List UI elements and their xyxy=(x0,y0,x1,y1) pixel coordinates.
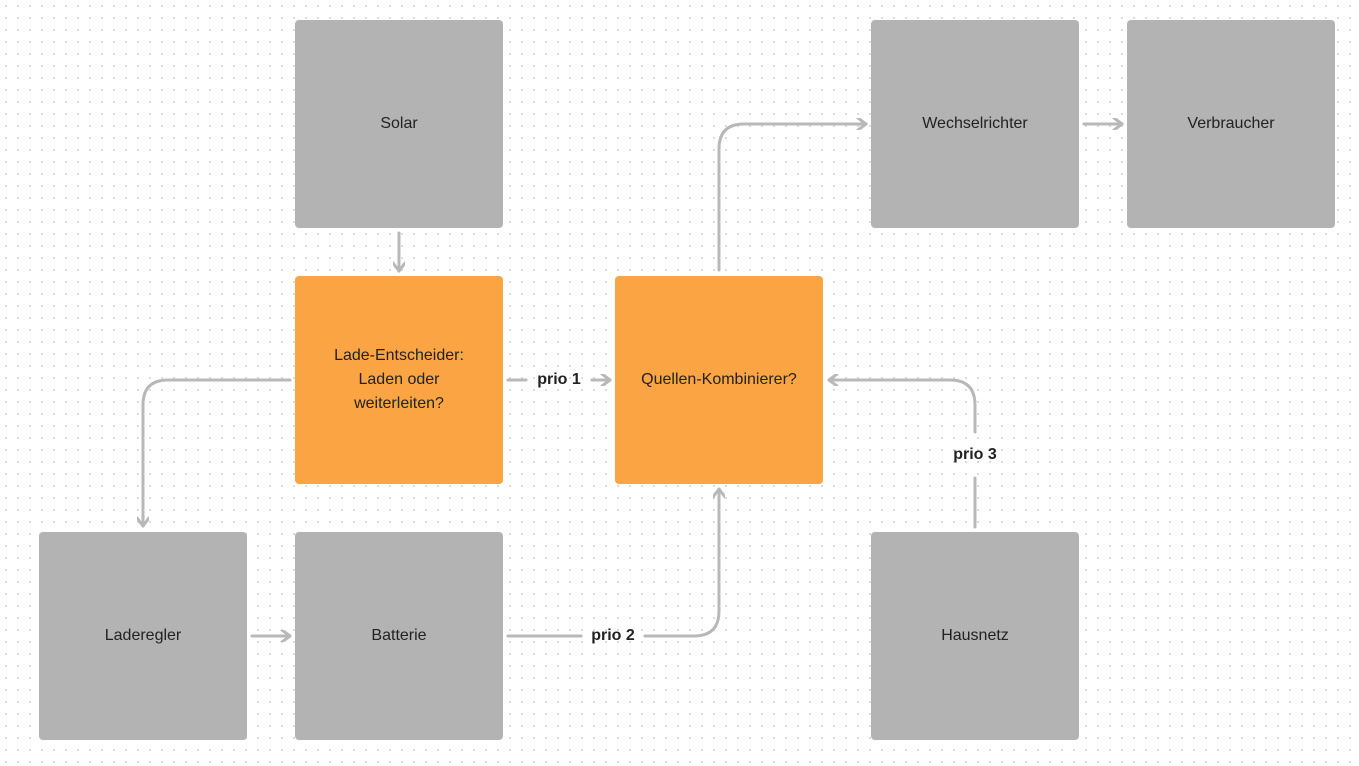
node-wechselrichter[interactable]: Wechselrichter xyxy=(871,20,1079,228)
node-wechselrichter-label: Wechselrichter xyxy=(922,115,1028,132)
edge-lade-entscheider-to-laderegler xyxy=(143,378,292,528)
node-hausnetz-label: Hausnetz xyxy=(941,627,1009,644)
node-hausnetz[interactable]: Hausnetz xyxy=(871,532,1079,740)
edge-label-prio3: prio 3 xyxy=(953,446,997,463)
edge-prio2-segment-b xyxy=(643,487,719,638)
node-batterie-label: Batterie xyxy=(371,627,427,644)
edge-quellen-kombinierer-to-wechselrichter xyxy=(717,124,868,272)
node-quellen-kombinierer-label: Quellen-Kombinierer? xyxy=(641,371,797,388)
node-laderegler[interactable]: Laderegler xyxy=(39,532,247,740)
edge-label-prio1: prio 1 xyxy=(537,371,581,388)
node-lade-entscheider[interactable]: Lade-Entscheider: Laden oder weiterleite… xyxy=(295,276,503,484)
node-verbraucher-label: Verbraucher xyxy=(1187,115,1275,132)
node-batterie[interactable]: Batterie xyxy=(295,532,503,740)
edge-label-prio2: prio 2 xyxy=(591,627,635,644)
edge-prio3-segment-b xyxy=(827,380,977,434)
node-solar[interactable]: Solar xyxy=(295,20,503,228)
node-lade-entscheider-label: Lade-Entscheider: Laden oder weiterleite… xyxy=(334,347,464,412)
node-laderegler-label: Laderegler xyxy=(104,627,182,644)
node-verbraucher[interactable]: Verbraucher xyxy=(1127,20,1335,228)
node-quellen-kombinierer[interactable]: Quellen-Kombinierer? xyxy=(615,276,823,484)
node-solar-label: Solar xyxy=(380,115,418,132)
